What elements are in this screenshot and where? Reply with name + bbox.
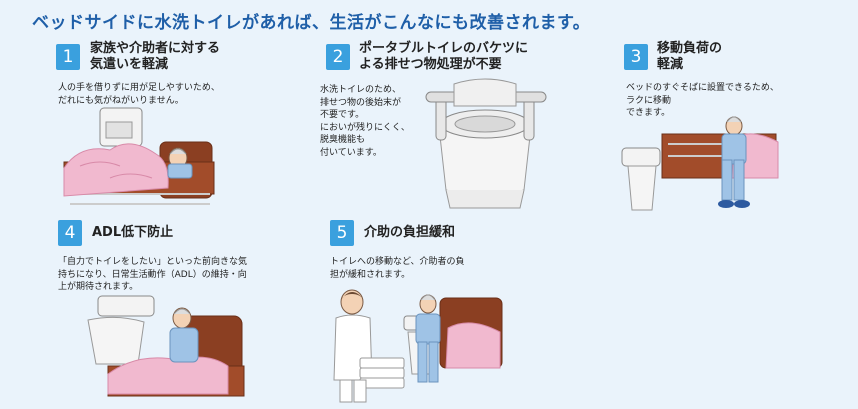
item-2-title: ポータブルトイレのバケツに よる排せつ物処理が不要 <box>359 41 529 72</box>
item-3-description: ベッドのすぐそばに設置できるため、 ラクに移動 できます。 <box>626 83 779 118</box>
item-3-number-badge: 3 <box>624 44 648 70</box>
item-2-description: 水洗トイレのため、 排せつ物の後始末が 不要です。 においが残りにくく、 脱臭機… <box>320 85 410 158</box>
sitting-up-in-bed-illustration <box>87 295 245 397</box>
item-5-description: トイレへの移動など、介助者の負 担が緩和されます。 <box>330 257 465 280</box>
bedside-transfer-illustration <box>621 116 779 211</box>
item-4-title: ADL低下防止 <box>92 225 174 240</box>
item-4-number-badge: 4 <box>58 220 82 246</box>
portable-toilet-illustration <box>425 78 547 209</box>
item-1-number-badge: 1 <box>56 44 80 70</box>
item-5-number-badge: 5 <box>330 220 354 246</box>
item-1-title: 家族や介助者に対する 気遣いを軽減 <box>90 41 221 72</box>
item-2-number-badge: 2 <box>326 44 350 70</box>
caregiver-assisting-illustration <box>333 289 503 403</box>
item-4-description: 「自力でトイレをしたい」といった前向きな気 持ちになり、日常生活動作（ADL）の… <box>58 257 248 292</box>
headline: ベッドサイドに水洗トイレがあれば、生活がこんなにも改善されます。 <box>32 13 591 33</box>
item-1-description: 人の手を借りずに用が足しやすいため、 だれにも気がねがいりません。 <box>58 83 220 106</box>
bed-toilet-illustration-1 <box>63 107 215 205</box>
item-5-title: 介助の負担緩和 <box>364 225 456 240</box>
item-3-title: 移動負荷の 軽減 <box>657 41 723 72</box>
